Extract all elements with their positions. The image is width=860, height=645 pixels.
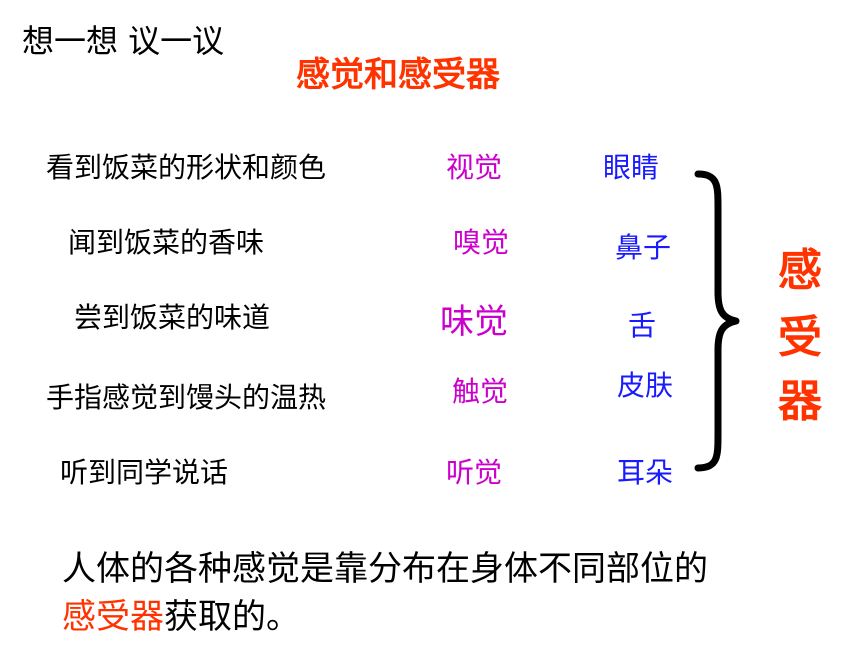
description-text: 尝到饭菜的味道	[74, 301, 271, 334]
sense-label: 视觉	[446, 151, 503, 184]
organ-label: 舌	[628, 309, 657, 342]
sense-label: 味觉	[440, 302, 508, 342]
description-text: 手指感觉到馒头的温热	[46, 381, 327, 414]
page-title: 感觉和感受器	[296, 55, 500, 95]
receptor-label-char: 器	[778, 376, 822, 427]
description-text: 闻到饭菜的香味	[68, 226, 265, 259]
description-text: 看到饭菜的形状和颜色	[46, 151, 327, 184]
summary-line1: 人体的各种感觉是靠分布在身体不同部位的	[62, 549, 708, 589]
sense-label: 听觉	[446, 456, 503, 489]
receptor-label-char: 受	[778, 312, 822, 363]
summary-rest: 获取的。	[164, 597, 300, 637]
sense-label: 触觉	[452, 375, 509, 408]
summary-highlight: 感受器	[62, 597, 164, 637]
organ-label: 眼睛	[603, 151, 660, 184]
summary-text: 人体的各种感觉是靠分布在身体不同部位的 感受器获取的。	[62, 545, 822, 641]
heading: 想一想 议一议	[22, 22, 225, 60]
organ-label: 耳朵	[617, 456, 674, 489]
sense-label: 嗅觉	[453, 226, 510, 259]
description-text: 听到同学说话	[60, 456, 229, 489]
organ-label: 皮肤	[617, 369, 674, 402]
receptor-label-char: 感	[778, 245, 822, 296]
right-brace-icon	[694, 170, 740, 472]
organ-label: 鼻子	[615, 231, 672, 264]
